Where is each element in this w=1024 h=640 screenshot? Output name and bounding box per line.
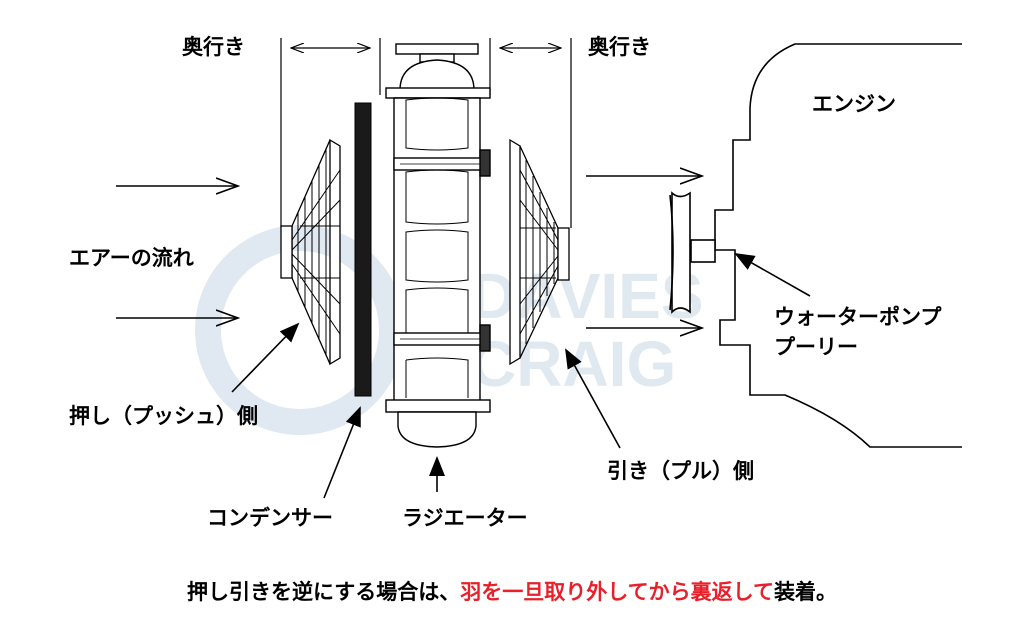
- water-pump-label-line1: ウォーターポンプ: [774, 305, 942, 329]
- airflow-arrows: [116, 176, 702, 328]
- pointer-push-fan: [231, 322, 300, 393]
- depth-label-right: 奥行き: [588, 35, 651, 59]
- condenser-label: コンデンサー: [207, 506, 333, 530]
- watermark: DAVIES CRAIG: [195, 225, 704, 435]
- radiator-label: ラジエーター: [402, 506, 528, 530]
- depth-dimension-right: [489, 38, 572, 228]
- pull-fan: [509, 138, 570, 366]
- pointer-water-pump: [734, 253, 811, 297]
- push-fan: [280, 138, 341, 366]
- water-pump-label-line2: プーリー: [774, 335, 858, 359]
- push-side-label: 押し（プッシュ）側: [69, 404, 258, 428]
- watermark-logo-icon: [195, 225, 405, 435]
- depth-label-left: 奥行き: [182, 35, 245, 59]
- pointer-pull-fan: [565, 348, 621, 449]
- radiator: [385, 43, 491, 448]
- watermark-line1: DAVIES: [470, 260, 704, 332]
- engine-outline: [714, 43, 962, 448]
- mounting-bracket-lower: [393, 324, 491, 352]
- mounting-bracket-upper: [393, 149, 491, 177]
- caption: 押し引きを逆にする場合は、羽を一旦取り外してから裏返して装着。: [0, 576, 1024, 606]
- caption-highlight: 羽を一旦取り外してから裏返して: [460, 580, 774, 604]
- caption-part1: 押し引きを逆にする場合は、: [187, 580, 461, 604]
- caption-part3: 装着。: [773, 580, 837, 604]
- water-pump-pulley: [669, 191, 716, 314]
- airflow-label: エアーの流れ: [69, 246, 194, 270]
- engine-label: エンジン: [812, 92, 896, 116]
- depth-dimension-left: [280, 38, 381, 228]
- pointer-condenser: [323, 406, 361, 499]
- condenser-core: [354, 102, 372, 397]
- pull-side-label: 引き（プル）側: [607, 459, 754, 483]
- pointer-arrows: [231, 253, 811, 499]
